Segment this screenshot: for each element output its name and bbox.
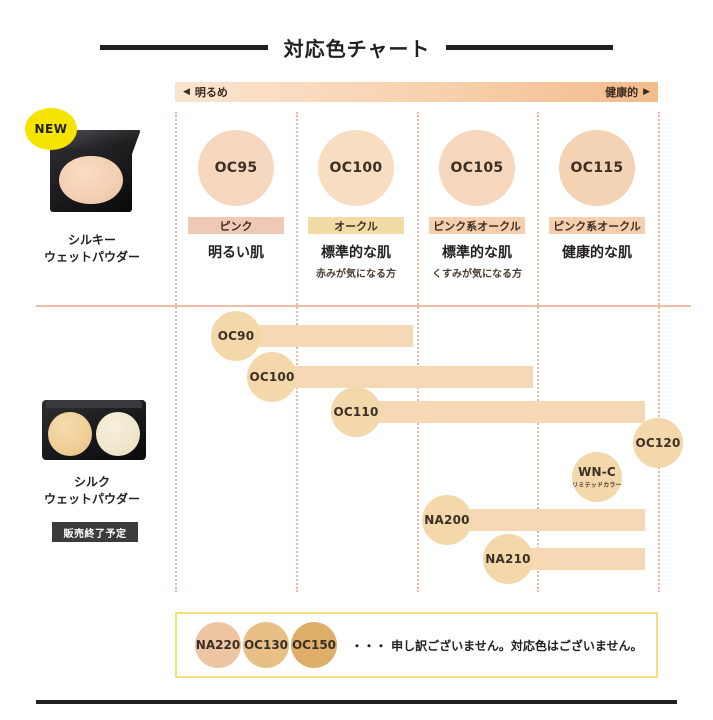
shade-range-bar-na200: [447, 509, 645, 531]
shade-node-oc90[interactable]: OC90: [211, 311, 261, 361]
status-badge-discontinued: 販売終了予定: [52, 522, 138, 542]
shade-range-bar-oc100: [272, 366, 533, 388]
shade-node-label: OC120: [635, 436, 681, 450]
title-rule-left: [99, 44, 268, 50]
skin-type-label-oc95: 明るい肌: [208, 245, 264, 261]
skin-type-label-oc100: 標準的な肌: [321, 245, 391, 261]
unmatched-swatch-oc150: OC150: [291, 622, 337, 668]
shade-tone-band-oc105: ピンク系オークル: [429, 217, 525, 234]
silky-shade-column-oc105[interactable]: OC105 ピンク系オークル標準的な肌くすみが気になる方: [417, 130, 537, 280]
shade-swatch-oc105: OC105: [439, 130, 515, 206]
duo-compact-lid: [46, 400, 142, 408]
title-rule-right: [446, 44, 614, 50]
duo-powder-pan-left: [48, 412, 92, 456]
column-guide-2: [417, 112, 419, 592]
silky-name-line2: ウェットパウダー: [43, 250, 140, 265]
page-title: 対応色チャート: [283, 36, 431, 61]
column-guide-3: [537, 112, 539, 592]
shade-node-label: NA210: [485, 552, 531, 566]
shade-node-oc120[interactable]: OC120: [633, 418, 683, 468]
silk-name-line1: シルク: [73, 475, 110, 489]
shade-range-bar-na210: [508, 548, 645, 570]
shade-range-bar-oc90: [236, 325, 413, 347]
silk-product-label: シルク ウェットパウダー: [8, 474, 176, 509]
shade-node-oc110[interactable]: OC110: [331, 387, 381, 437]
shade-node-label: OC100: [249, 370, 295, 384]
duo-powder-pan-right: [96, 412, 140, 456]
shade-swatch-oc95: OC95: [198, 130, 274, 206]
shade-node-label: OC110: [333, 405, 379, 419]
shade-swatch-oc115: OC115: [559, 130, 635, 206]
arrow-right-icon: ▶: [643, 86, 650, 97]
skin-type-label-oc105: 標準的な肌: [442, 245, 512, 261]
column-guide-1: [296, 112, 298, 592]
shade-node-oc100[interactable]: OC100: [247, 352, 297, 402]
silky-name-line1: シルキー: [67, 233, 116, 247]
shade-tone-band-oc115: ピンク系オークル: [549, 217, 645, 234]
column-guide-4: [658, 112, 660, 592]
shade-tone-band-oc95: ピンク: [188, 217, 284, 234]
shade-node-wn-c[interactable]: WN-C リミテッドカラー: [572, 452, 622, 502]
skin-type-note-oc100: 赤みが気になる方: [316, 269, 396, 280]
shade-node-sublabel: リミテッドカラー: [572, 482, 622, 489]
silky-compact-image: [50, 130, 141, 214]
silky-product-label: シルキー ウェットパウダー: [8, 232, 176, 267]
tone-scale-bar: ◀ 明るめ 健康的 ▶: [175, 82, 658, 102]
unmatched-swatch-oc130: OC130: [243, 622, 289, 668]
arrow-left-icon: ◀: [183, 86, 190, 97]
section-divider: [36, 305, 691, 307]
silky-shade-column-oc100[interactable]: OC100 オークル標準的な肌赤みが気になる方: [296, 130, 416, 280]
shade-tone-band-oc100: オークル: [308, 217, 404, 234]
silky-shade-column-oc115[interactable]: OC115 ピンク系オークル健康的な肌: [537, 130, 657, 262]
shade-node-label: WN-C: [578, 465, 616, 479]
shade-node-label: NA200: [424, 513, 470, 527]
bottom-rule: [36, 700, 677, 704]
scale-label-healthy: 健康的 ▶: [605, 84, 650, 100]
page-title-row: 対応色チャート: [0, 30, 713, 64]
shade-swatch-oc100: OC100: [318, 130, 394, 206]
silk-compact-image: [42, 400, 146, 462]
unmatched-message: ・・・ 申し訳ございません。対応色はございません。: [351, 638, 643, 653]
skin-type-label-oc115: 健康的な肌: [562, 245, 632, 261]
column-guide-0: [175, 112, 177, 592]
unmatched-swatch-na220: NA220: [195, 622, 241, 668]
shade-node-na210[interactable]: NA210: [483, 534, 533, 584]
shade-node-na200[interactable]: NA200: [422, 495, 472, 545]
shade-node-label: OC90: [217, 329, 255, 343]
compact-powder-pan: [59, 156, 123, 204]
skin-type-note-oc105: くすみが気になる方: [432, 269, 522, 280]
scale-label-healthy-text: 健康的: [605, 86, 639, 99]
silk-name-line2: ウェットパウダー: [43, 492, 140, 507]
silky-shade-column-oc95[interactable]: OC95 ピンク明るい肌: [176, 130, 296, 262]
scale-label-light: ◀ 明るめ: [183, 84, 228, 100]
shade-range-bar-oc110: [356, 401, 645, 423]
new-badge: NEW: [25, 108, 77, 150]
scale-label-light-text: 明るめ: [194, 86, 228, 99]
